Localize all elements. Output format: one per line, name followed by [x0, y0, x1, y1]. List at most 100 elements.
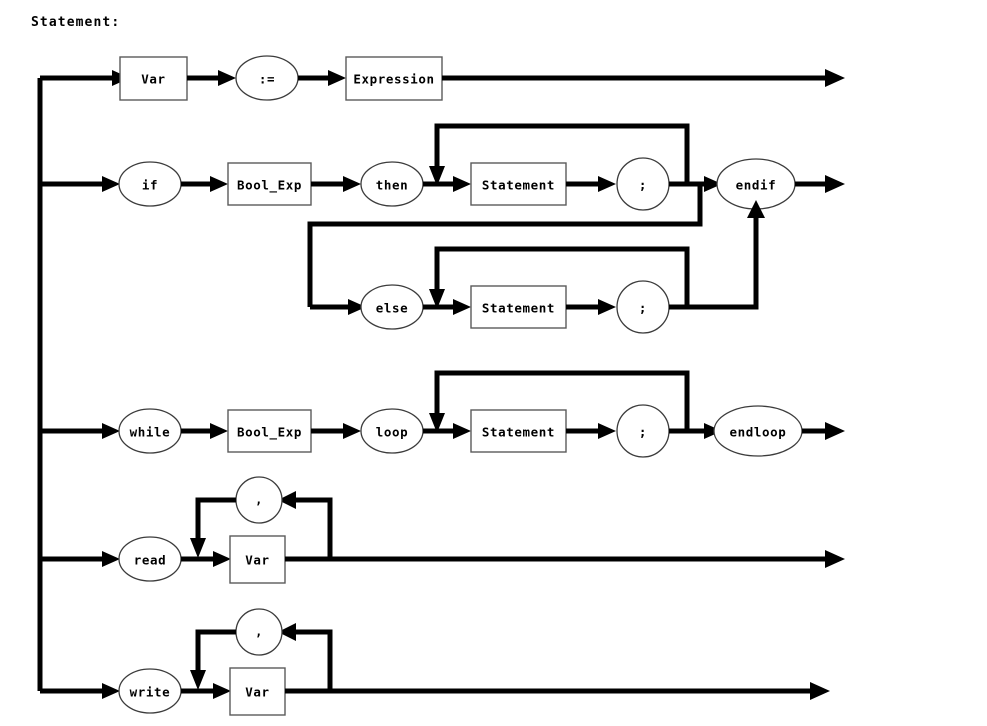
arrowhead-into-loop: [343, 423, 361, 439]
node-write-var[interactable]: Var: [229, 667, 286, 716]
assign-var-label: Var: [141, 72, 165, 87]
alternative-else-branch: else Statement ;: [307, 184, 765, 334]
read-var-label: Var: [245, 553, 269, 568]
assign-expression-box[interactable]: [345, 56, 443, 101]
arrowhead-into-endloop: [704, 423, 722, 439]
track-loop-repeat-loop: [434, 370, 690, 431]
node-then-semicolon[interactable]: ;: [616, 157, 670, 211]
node-assign-expression[interactable]: Expression: [345, 56, 443, 101]
page-title: Statement:: [31, 15, 120, 30]
node-loop-keyword[interactable]: loop: [360, 408, 424, 454]
else-statement-box[interactable]: [470, 285, 567, 329]
then-statement-box[interactable]: [470, 162, 567, 206]
arrowhead-exit-write: [810, 682, 830, 700]
write-var-box[interactable]: [229, 667, 286, 716]
endif-label: endif: [736, 178, 777, 193]
arrowhead-read-loop-down: [190, 538, 206, 558]
arrowhead-into-endif: [704, 176, 722, 192]
track-write-loop-right: [292, 629, 333, 691]
arrowhead-into-while: [102, 423, 120, 439]
arrowhead-into-then: [343, 176, 361, 192]
alternative-write-statement: write Var ,: [40, 608, 830, 716]
arrowhead-into-else-statement: [453, 299, 471, 315]
track-write-loop-left: [195, 629, 236, 670]
arrowhead-into-then-semicolon: [598, 176, 616, 192]
track-then-repeat-loop: [434, 123, 690, 184]
track-read-loop-left: [195, 497, 236, 538]
arrowhead-into-boolexp-if: [210, 176, 228, 192]
else-statement-label: Statement: [482, 301, 555, 316]
arrowhead-into-if: [102, 176, 120, 192]
while-bool-exp-label: Bool_Exp: [237, 425, 302, 441]
node-then-statement[interactable]: Statement: [470, 162, 567, 206]
arrowhead-into-then-statement: [453, 176, 471, 192]
arrowhead-exit-if: [825, 175, 845, 193]
node-while-bool-exp[interactable]: Bool_Exp: [227, 409, 312, 453]
node-loop-statement[interactable]: Statement: [470, 409, 567, 453]
track-read-loop-right: [292, 497, 333, 559]
endloop-label: endloop: [730, 425, 787, 440]
while-label: while: [130, 425, 171, 440]
arrowhead-into-write: [102, 683, 120, 699]
node-loop-semicolon[interactable]: ;: [616, 404, 670, 458]
else-label: else: [376, 301, 409, 316]
write-label: write: [130, 685, 171, 700]
node-then-keyword[interactable]: then: [360, 161, 424, 207]
alternative-while-statement: while Bool_Exp loop: [40, 370, 845, 458]
arrowhead-exit-assignment: [825, 69, 845, 87]
node-else-keyword[interactable]: else: [360, 284, 424, 330]
node-endif-keyword[interactable]: endif: [716, 158, 796, 210]
arrowhead-else-loop-down: [429, 289, 445, 309]
arrowhead-loop-loop-down: [429, 413, 445, 433]
node-else-statement[interactable]: Statement: [470, 285, 567, 329]
then-statement-label: Statement: [482, 178, 555, 193]
arrowhead-into-read-var: [213, 551, 231, 567]
loop-statement-label: Statement: [482, 425, 555, 440]
node-if-bool-exp[interactable]: Bool_Exp: [227, 162, 312, 206]
node-endloop-keyword[interactable]: endloop: [713, 405, 803, 457]
loop-statement-box[interactable]: [470, 409, 567, 453]
else-semicolon-label: ;: [639, 301, 647, 316]
arrowhead-into-loop-semicolon: [598, 423, 616, 439]
node-if-keyword[interactable]: if: [118, 161, 182, 207]
node-read-keyword[interactable]: read: [118, 536, 182, 582]
assign-expression-label: Expression: [353, 72, 434, 87]
write-comma-label: ,: [255, 625, 263, 639]
read-comma-label: ,: [255, 493, 263, 507]
alternative-if-statement: if Bool_Exp then: [40, 123, 845, 211]
arrowhead-into-else: [348, 299, 366, 315]
node-write-comma[interactable]: ,: [235, 608, 283, 656]
write-var-label: Var: [245, 685, 269, 700]
arrowhead-then-loop-down: [429, 166, 445, 186]
node-read-comma[interactable]: ,: [235, 476, 283, 524]
read-label: read: [134, 553, 167, 568]
arrowhead-else-into-endif: [747, 200, 765, 218]
track-branch-to-else: [307, 184, 703, 307]
arrowhead-into-read-comma: [278, 491, 296, 509]
alternative-read-statement: read Var ,: [40, 476, 845, 584]
arrowhead-write-loop-down: [190, 670, 206, 690]
if-label: if: [142, 178, 158, 193]
arrowhead-exit-read: [825, 550, 845, 568]
node-assign-var[interactable]: Var: [119, 56, 188, 101]
node-while-keyword[interactable]: while: [118, 408, 182, 454]
loop-semicolon-label: ;: [639, 425, 647, 440]
node-assign-op[interactable]: :=: [235, 55, 299, 101]
alternative-assignment: Var := Expression: [40, 55, 845, 101]
node-write-keyword[interactable]: write: [118, 668, 182, 714]
loop-label: loop: [376, 425, 409, 440]
track-else-repeat-loop: [434, 246, 690, 307]
arrowhead-into-expression: [328, 70, 346, 86]
assign-var-box[interactable]: [119, 56, 188, 101]
arrowhead-into-write-comma: [278, 623, 296, 641]
node-read-var[interactable]: Var: [229, 535, 286, 584]
arrowhead-into-read: [102, 551, 120, 567]
node-else-semicolon[interactable]: ;: [616, 280, 670, 334]
arrowhead-into-loop-statement: [453, 423, 471, 439]
read-var-box[interactable]: [229, 535, 286, 584]
then-label: then: [376, 178, 409, 193]
assign-op-label: :=: [259, 72, 275, 87]
arrowhead-into-else-semicolon: [598, 299, 616, 315]
